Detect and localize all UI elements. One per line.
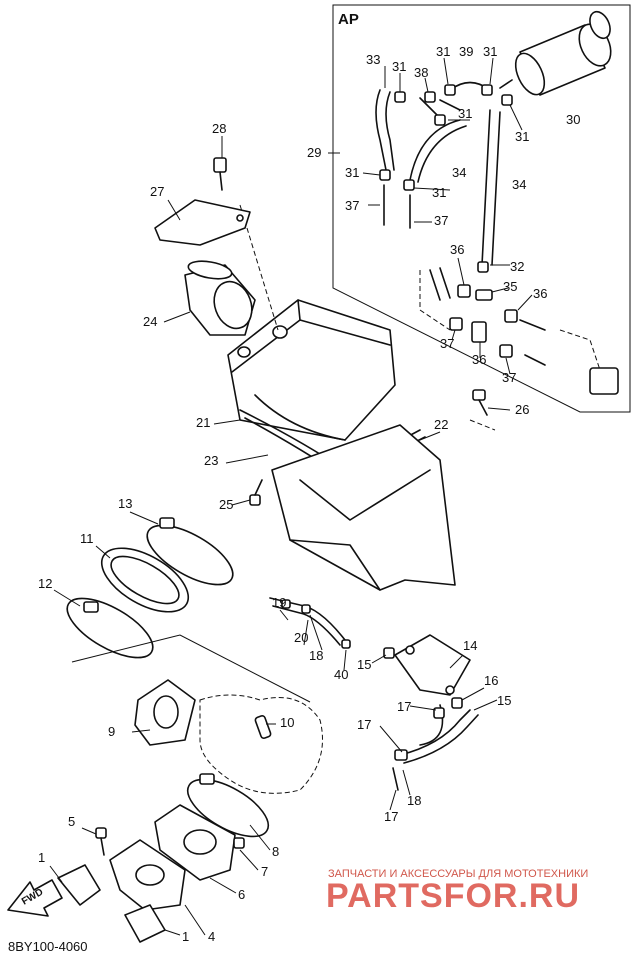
- part-8-pin: [254, 714, 272, 740]
- callout-label: 1: [38, 850, 45, 865]
- callout-label: 12: [38, 576, 52, 591]
- callout-label: 10: [280, 715, 294, 730]
- callout-label: 38: [414, 65, 428, 80]
- callout-label: 14: [463, 638, 477, 653]
- callout-label: 19: [272, 595, 286, 610]
- callout-label: 13: [118, 496, 132, 511]
- callout-label: 34: [512, 177, 526, 192]
- watermark-caption: ЗАПЧАСТИ И АКСЕССУАРЫ ДЛЯ МОТОТЕХНИКИ: [328, 868, 588, 880]
- callout-label: 7: [261, 864, 268, 879]
- leader-dash: [469, 419, 496, 431]
- inset-frame: [332, 4, 631, 413]
- callout-label: 36: [472, 352, 486, 367]
- callout-label: 1: [182, 929, 189, 944]
- callout-label: 31: [345, 165, 359, 180]
- part-11-clamp: [146, 517, 234, 586]
- callout-label: 36: [450, 242, 464, 257]
- callout-label: 23: [204, 453, 218, 468]
- callout-label: 28: [212, 121, 226, 136]
- inset-hoses: [375, 81, 619, 395]
- leader-dash: [239, 204, 279, 331]
- part-7-plate: [134, 679, 196, 746]
- callout-label: 27: [150, 184, 164, 199]
- part-22-airbox-case: [271, 424, 456, 591]
- inset-label: AP: [338, 11, 359, 28]
- callout-label: 37: [345, 198, 359, 213]
- part-5-bolt: [233, 837, 245, 849]
- callout-label: 21: [196, 415, 210, 430]
- callout-label: 31: [432, 185, 446, 200]
- callout-label: 24: [143, 314, 157, 329]
- part-9-joint: [100, 547, 190, 613]
- callout-label: 31: [483, 44, 497, 59]
- callout-label: 26: [515, 402, 529, 417]
- drawing-code: 8BY100-4060: [8, 939, 88, 954]
- part-12-fuel-pump: [394, 634, 471, 696]
- callout-label: 22: [434, 417, 448, 432]
- callout-label: 15: [357, 657, 371, 672]
- callout-label: 9: [108, 724, 115, 739]
- callout-label: 16: [484, 673, 498, 688]
- part-25-screw: [249, 479, 263, 506]
- callout-label: 17: [397, 699, 411, 714]
- engine-outline: [199, 694, 323, 794]
- part-3-bolt: [95, 827, 107, 856]
- fwd-arrow-icon: FWD: [7, 879, 63, 917]
- part-28-bolt: [213, 157, 227, 191]
- callout-label: 30: [566, 112, 580, 127]
- callout-label: 6: [238, 887, 245, 902]
- callout-label: 29: [307, 145, 321, 160]
- part-2-joint: [109, 839, 186, 911]
- watermark-logo: PARTSFOR.RU: [326, 877, 580, 915]
- callout-label: 39: [459, 44, 473, 59]
- callout-label: 33: [366, 52, 380, 67]
- part-13-bolt: [383, 647, 395, 659]
- callout-label: 37: [502, 370, 516, 385]
- inset-callouts: 33 31 38 31 39 31 31 31 30 29 31 34 31 3…: [307, 44, 580, 385]
- part-1-gasket: [57, 864, 166, 943]
- fuel-pump-hoses: [269, 597, 479, 791]
- callout-label: 31: [515, 129, 529, 144]
- callout-label: 31: [392, 59, 406, 74]
- callout-label: 18: [407, 793, 421, 808]
- main-callouts: 28 27 24 21 22 23 25 26 13 11 12 9 10 19…: [38, 121, 529, 944]
- part-21-airbox-cover: [227, 299, 396, 441]
- part-4-manifold: [154, 804, 236, 881]
- callout-label: 5: [68, 814, 75, 829]
- callout-label: 40: [334, 667, 348, 682]
- callout-label: 25: [219, 497, 233, 512]
- callout-label: 37: [440, 336, 454, 351]
- part-26-bolt: [472, 389, 488, 416]
- callout-label: 36: [533, 286, 547, 301]
- callout-label: 8: [272, 844, 279, 859]
- callout-label: 31: [436, 44, 450, 59]
- callout-label: 34: [452, 165, 466, 180]
- part-30-canister: [499, 10, 612, 96]
- callout-label: 37: [434, 213, 448, 228]
- callout-label: 31: [458, 106, 472, 121]
- callout-label: 4: [208, 929, 215, 944]
- callout-label: 17: [384, 809, 398, 824]
- callout-label: 18: [309, 648, 323, 663]
- callout-label: 15: [497, 693, 511, 708]
- part-10-clamp: [66, 597, 154, 659]
- guide-line: [71, 634, 311, 703]
- callout-label: 11: [80, 531, 94, 546]
- callout-label: 32: [510, 259, 524, 274]
- part-27-bracket: [154, 199, 251, 246]
- part-24-joint: [184, 260, 256, 336]
- callout-label: 17: [357, 717, 371, 732]
- callout-label: 35: [503, 279, 517, 294]
